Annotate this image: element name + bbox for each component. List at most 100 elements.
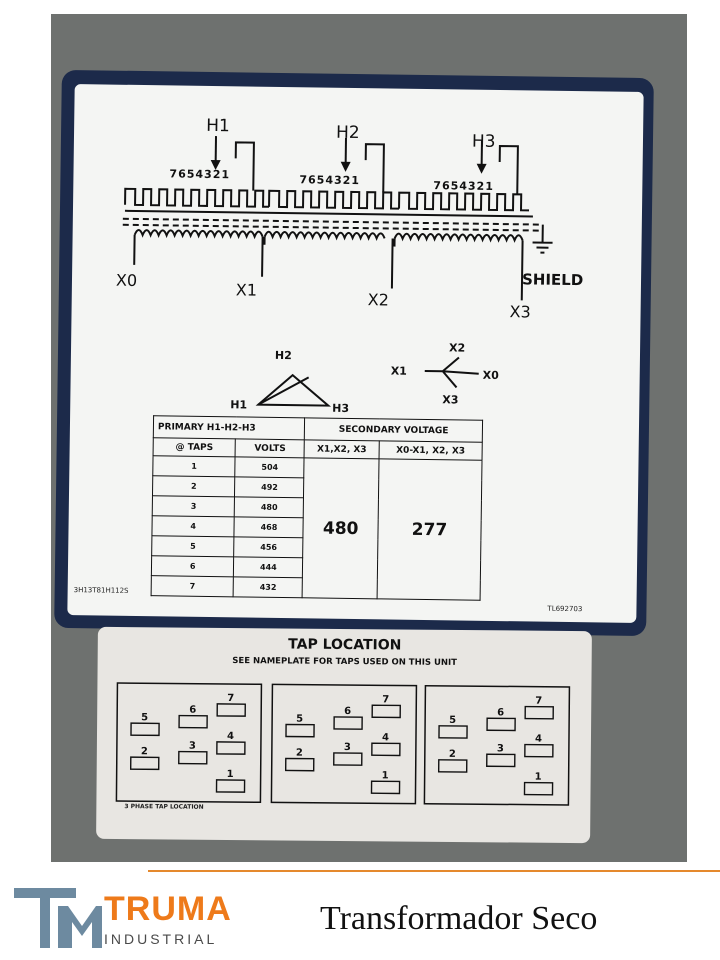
table-row-volts: 504 — [235, 456, 305, 478]
nameplate: H1 H2 H3 7654321 7654321 7654321 X0 X1 X… — [67, 84, 644, 623]
wye-top-label: X2 — [448, 341, 466, 355]
tap-box — [371, 704, 401, 719]
tap-panel-2 — [270, 683, 418, 805]
tap-label: 1 — [535, 772, 542, 783]
sticker-footnote: 3 PHASE TAP LOCATION — [124, 803, 204, 811]
tap-label: 4 — [535, 734, 542, 745]
table-row-volts: 480 — [234, 496, 304, 518]
terminal-h2: H2 — [335, 122, 360, 144]
tap-box — [216, 703, 246, 717]
table-row-tap: 3 — [152, 495, 235, 517]
transformer-photo: H1 H2 H3 7654321 7654321 7654321 X0 X1 X… — [51, 14, 687, 862]
secondary-header: SECONDARY VOLTAGE — [304, 417, 483, 443]
x-header: X1,X2, X3 — [304, 439, 380, 459]
delta-left-label: H1 — [230, 398, 248, 412]
wye-left-label: X1 — [390, 364, 407, 378]
tap-label: 1 — [382, 770, 389, 781]
winding-diagram — [122, 136, 553, 407]
tap-box — [524, 705, 554, 720]
tap-label: 1 — [227, 769, 234, 780]
truma-logo-icon — [14, 888, 102, 948]
tap-location-sticker: TAP LOCATION SEE NAMEPLATE FOR TAPS USED… — [96, 626, 592, 844]
terminal-h3: H3 — [471, 131, 496, 152]
tap-label: 2 — [296, 748, 303, 759]
tap-box — [215, 779, 246, 793]
tap-box — [333, 716, 363, 730]
tap-box — [438, 725, 468, 739]
tap-box — [284, 757, 315, 772]
secondary-ln-value: 277 — [377, 458, 483, 601]
tap-label: 3 — [497, 743, 504, 754]
taps-header: @ TAPS — [153, 437, 236, 457]
tap-label: 3 — [344, 742, 351, 753]
tap-box — [371, 742, 401, 757]
tap-numbers-h1: 7654321 — [169, 167, 231, 182]
tap-box — [285, 723, 315, 738]
nameplate-frame: H1 H2 H3 7654321 7654321 7654321 X0 X1 X… — [54, 69, 654, 637]
delta-right-label: H3 — [332, 401, 350, 415]
secondary-ll-value: 480 — [302, 457, 379, 599]
tap-label: 2 — [141, 746, 148, 757]
tap-panel-1 — [115, 682, 263, 804]
tap-label: 6 — [497, 707, 504, 718]
table-row-volts: 444 — [233, 556, 304, 578]
caption-title: Transformador Seco — [320, 900, 598, 937]
tap-box — [178, 750, 208, 765]
tap-numbers-h2: 7654321 — [299, 173, 361, 188]
terminal-x1: X1 — [235, 280, 258, 300]
table-row-tap: 6 — [151, 555, 235, 577]
table-row-volts: 492 — [234, 476, 305, 498]
tap-label: 2 — [449, 749, 456, 760]
tap-label: 6 — [189, 705, 196, 716]
tap-label: 5 — [449, 715, 456, 726]
shield-label: SHIELD — [521, 270, 584, 290]
terminal-h1: H1 — [206, 115, 230, 137]
tap-box — [523, 781, 554, 796]
table-row-volts: 456 — [234, 536, 304, 558]
tap-label: 5 — [296, 714, 303, 725]
table-row-volts: 468 — [234, 516, 304, 538]
primary-header: PRIMARY H1-H2-H3 — [153, 415, 305, 440]
tap-label: 4 — [382, 732, 389, 743]
terminal-x2: X2 — [367, 290, 390, 310]
tap-panel-3 — [423, 684, 571, 806]
tap-box — [216, 741, 246, 755]
tap-box — [370, 780, 401, 795]
footer-divider — [148, 870, 720, 872]
tap-label: 7 — [382, 694, 389, 705]
tap-label: 7 — [535, 696, 542, 707]
volts-header: VOLTS — [235, 438, 305, 458]
table-row-tap: 7 — [151, 575, 234, 597]
x0-header: X0-X1, X2, X3 — [378, 440, 483, 461]
tap-location-diagram: 1 2 3 4 5 6 7 1 2 3 4 5 6 7 1 2 3 4 5 6 7 — [115, 682, 571, 806]
tap-label: 7 — [227, 693, 234, 704]
table-row-tap: 1 — [152, 455, 236, 477]
tl-code: TL692703 — [547, 604, 583, 614]
table-row-volts: 432 — [233, 576, 303, 598]
tap-box — [333, 752, 363, 766]
tap-box — [524, 743, 554, 758]
voltage-table: PRIMARY H1-H2-H3 SECONDARY VOLTAGE @ TAP… — [151, 415, 483, 601]
tap-box — [437, 759, 468, 773]
wye-right-label: X0 — [482, 368, 499, 383]
wye-bottom-label: X3 — [442, 393, 459, 407]
tap-box — [178, 714, 208, 729]
terminal-x0: X0 — [115, 270, 138, 290]
model-code: 3H13T81H112S — [73, 586, 129, 595]
tap-label: 4 — [227, 731, 234, 742]
brand-subtitle: INDUSTRIAL — [104, 931, 218, 947]
tap-numbers-h3: 7654321 — [433, 179, 495, 193]
terminal-x3: X3 — [509, 302, 531, 322]
tap-box — [486, 717, 516, 732]
tap-label: 3 — [189, 741, 196, 752]
tap-box — [129, 756, 160, 771]
tap-box — [130, 722, 160, 737]
table-row-tap: 5 — [151, 535, 235, 557]
brand-name: TRUMA — [104, 890, 232, 928]
table-row-tap: 4 — [151, 515, 235, 537]
tap-label: 6 — [344, 706, 351, 717]
table-row-tap: 2 — [152, 475, 236, 497]
tap-box — [486, 753, 516, 768]
delta-top-label: H2 — [274, 348, 292, 363]
tap-label: 5 — [141, 712, 148, 723]
